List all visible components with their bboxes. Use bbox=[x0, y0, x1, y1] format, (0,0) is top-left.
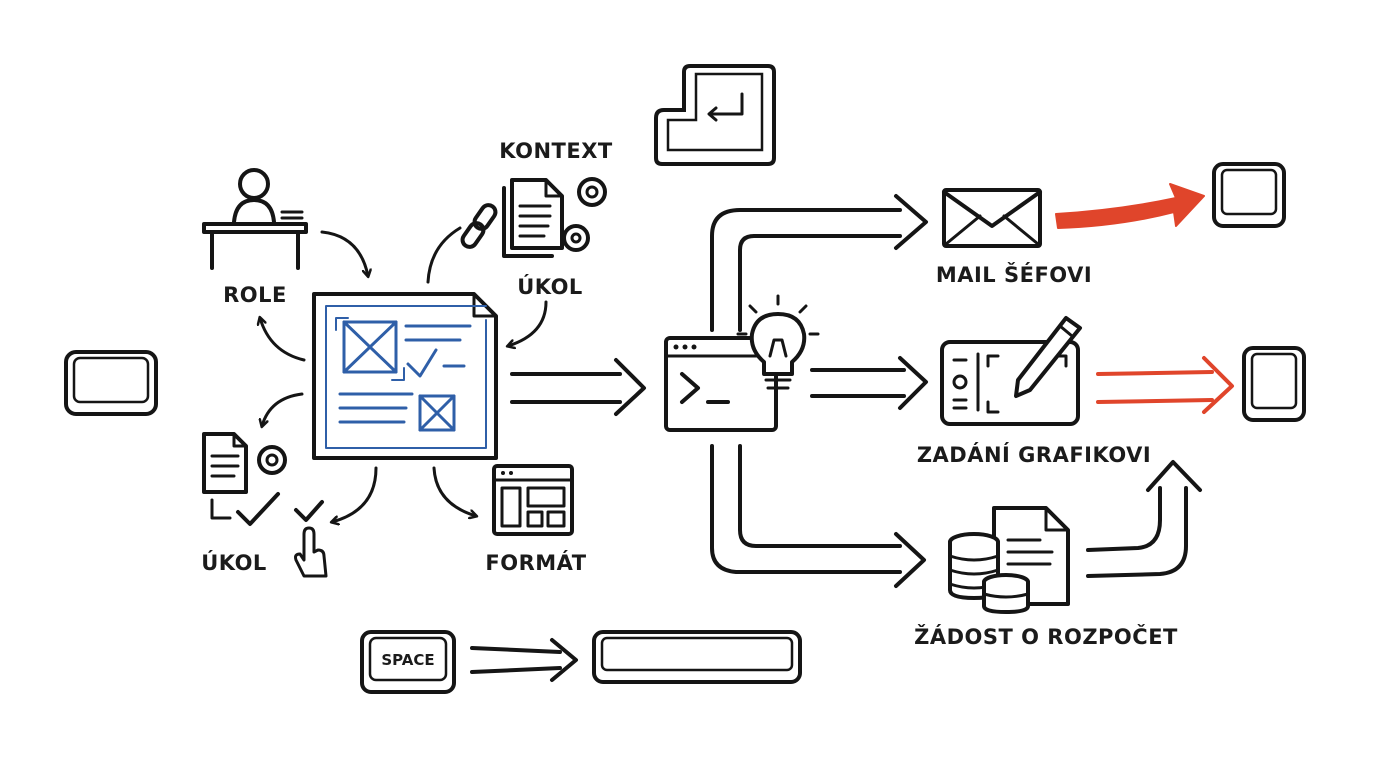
link-arrow bbox=[426, 226, 462, 284]
format-label: FORMÁT bbox=[485, 550, 586, 575]
enter-key-icon bbox=[654, 64, 776, 166]
document-gear-icon bbox=[202, 432, 287, 520]
space-key-label: SPACE bbox=[381, 651, 434, 669]
person-at-desk-icon bbox=[202, 168, 308, 270]
layout-window-icon bbox=[492, 464, 574, 536]
envelope-icon bbox=[942, 188, 1042, 248]
hand-cursor-icon bbox=[294, 526, 328, 578]
drawing-tablet-pen-icon bbox=[940, 316, 1082, 426]
coins-document-icon bbox=[948, 506, 1070, 614]
top-right-key-icon bbox=[1212, 162, 1286, 228]
spacebar-key-icon bbox=[592, 630, 802, 684]
ukol-to-prompt-arrow bbox=[508, 300, 548, 346]
role-to-prompt-arrow bbox=[320, 230, 368, 276]
prompt-to-role-arrow bbox=[260, 318, 306, 362]
zadost-label: ŽÁDOST O ROZPOČET bbox=[914, 624, 1178, 649]
document-gears-icon bbox=[502, 177, 607, 258]
budget-to-tablet-arrow bbox=[1086, 460, 1202, 578]
mail-to-key-arrow bbox=[1055, 183, 1205, 229]
zadani-label: ZADÁNÍ GRAFIKOVI bbox=[917, 442, 1151, 467]
chain-link-icon bbox=[460, 203, 498, 249]
tablet-to-key-arrow bbox=[1096, 356, 1234, 414]
prompt-to-terminal-arrow bbox=[510, 358, 646, 416]
check-icon-2 bbox=[294, 500, 324, 522]
check-icon bbox=[236, 492, 280, 526]
blueprint-document-icon bbox=[312, 292, 498, 460]
branch-arrows bbox=[710, 194, 928, 588]
lightbulb-icon bbox=[736, 294, 820, 390]
kontext-label: KONTEXT bbox=[499, 139, 613, 163]
prompt-to-check-arrow bbox=[332, 466, 378, 522]
ukol-top-label: ÚKOL bbox=[517, 274, 583, 299]
left-key-icon bbox=[64, 350, 158, 416]
prompt-to-task-arrow bbox=[262, 392, 304, 426]
ukol-bottom-label: ÚKOL bbox=[201, 550, 267, 575]
space-arrow bbox=[470, 638, 578, 682]
role-label: ROLE bbox=[223, 283, 287, 307]
mail-label: MAIL ŠÉFOVI bbox=[936, 262, 1092, 287]
prompt-to-format-arrow bbox=[432, 466, 476, 516]
right-key-icon bbox=[1242, 346, 1306, 422]
space-key-icon bbox=[360, 630, 456, 694]
